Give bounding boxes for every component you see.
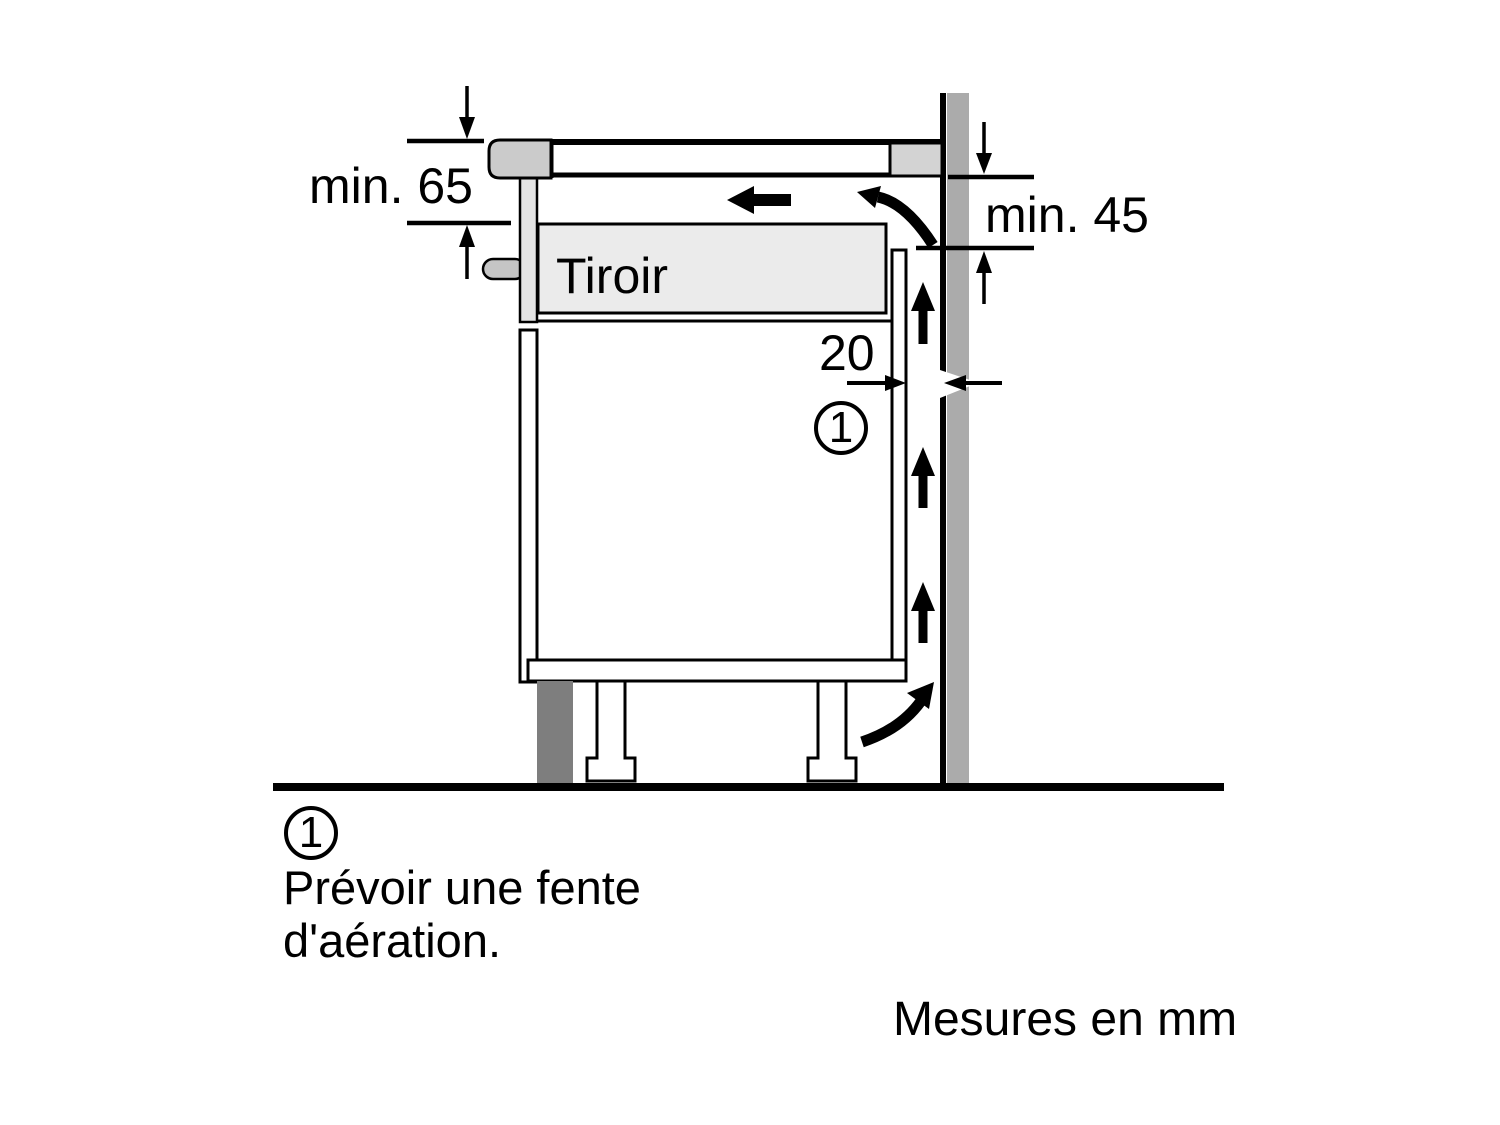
airflow-arrow-up3-head <box>911 582 935 611</box>
airflow-arrow-curve-top-head <box>857 186 881 208</box>
airflow-arrow-left-head <box>727 186 754 214</box>
airflow-arrows <box>727 186 938 748</box>
airflow-arrow-curve-bottom-head <box>907 682 934 709</box>
drawer-handle <box>481 257 527 281</box>
dimension-min45 <box>916 122 1034 304</box>
dim-min45-arrow-up-head <box>976 251 992 273</box>
legend-1-marker: 1 <box>284 806 338 860</box>
dimension-gap20 <box>847 375 1002 391</box>
airflow-arrow-up1-head <box>911 282 935 311</box>
wall-fill <box>947 93 969 783</box>
airflow-arrow-curve-top <box>876 191 938 248</box>
airflow-arrow-up2-head <box>911 447 935 476</box>
dim-gap20-left-head <box>944 375 966 391</box>
cabinet-side-panel <box>518 328 539 684</box>
cabinet <box>481 176 908 783</box>
dimension-label-gap20: 20 <box>819 325 875 381</box>
dim-gap20-right-head <box>885 375 906 391</box>
dim-min65-arrow-up-head <box>459 225 475 247</box>
dimension-min65 <box>407 86 511 279</box>
callout-1-marker: 1 <box>814 401 868 455</box>
dim-min45-arrow-down-head <box>976 153 992 174</box>
drawer-box <box>536 222 888 315</box>
legend-text-line2: d'aération. <box>283 914 502 967</box>
cabinet-leg-rear <box>806 679 858 783</box>
hob-back-edge <box>888 141 944 178</box>
wall <box>940 93 969 783</box>
cabinet-back-panel <box>890 248 908 662</box>
dim-min65-arrow-down-head <box>459 117 475 139</box>
drawer-label: Tiroir <box>556 248 669 304</box>
drawer-front-panel <box>518 176 539 324</box>
dimension-label-min45: min. 45 <box>985 187 1149 243</box>
units-note: Mesures en mm <box>893 993 1238 1046</box>
dimension-label-min65: min. 65 <box>309 158 473 214</box>
cabinet-leg-front <box>585 679 637 783</box>
hob-front-edge <box>487 138 553 180</box>
legend-text-line1: Prévoir une fente <box>283 861 641 914</box>
cabinet-bottom-panel <box>526 658 908 683</box>
worktop-hob <box>487 138 944 180</box>
airflow-arrow-curve-bottom <box>860 697 926 748</box>
cabinet-plinth <box>537 681 573 783</box>
